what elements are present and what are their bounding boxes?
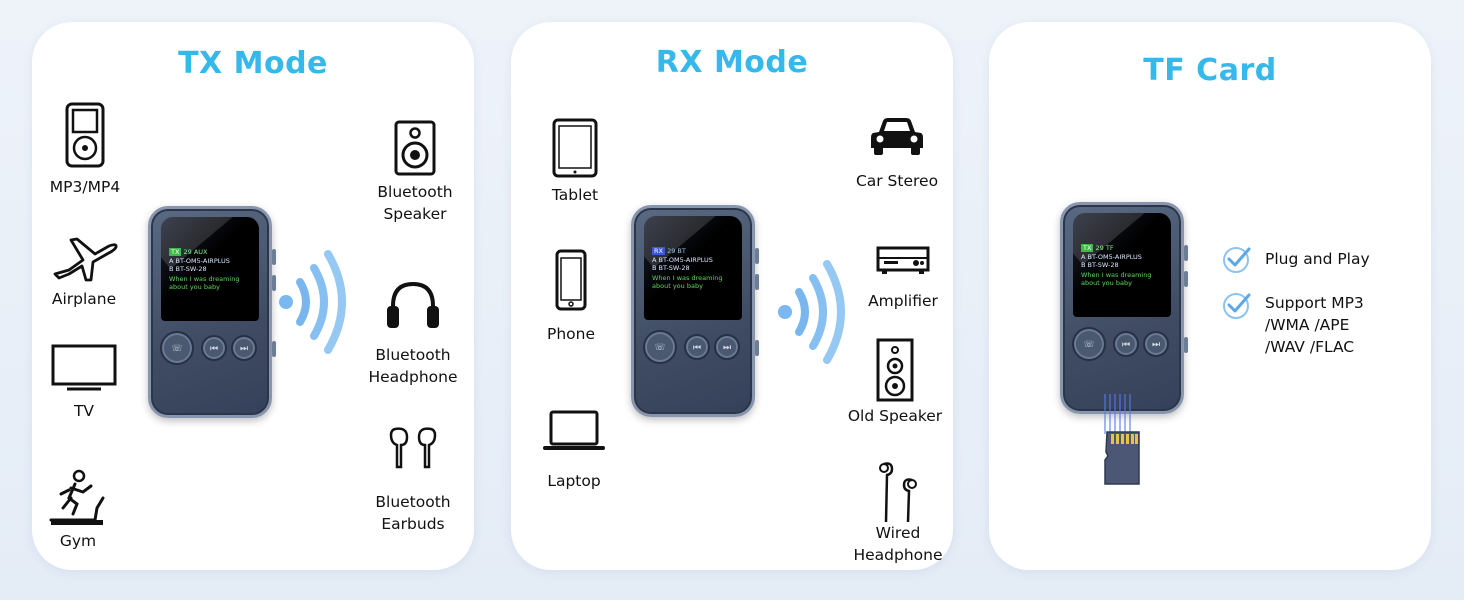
tv-icon	[51, 344, 117, 391]
call-play-button[interactable]: ☏	[160, 331, 194, 365]
gym-item: Gym	[18, 468, 138, 552]
rx-device-screen: RX 29 BT A BT-OM5-AIRPLUS B BT-SW-28 Whe…	[644, 216, 742, 320]
phone-icon	[555, 249, 587, 311]
car-icon	[871, 118, 923, 155]
phone-item: Phone	[511, 249, 631, 345]
bt-headphone-label: Bluetooth Headphone	[368, 346, 458, 386]
laptop-icon	[543, 410, 605, 450]
mp3-player-icon	[65, 102, 105, 168]
wireless-waves-icon	[778, 260, 845, 364]
tx-mode-title: TX Mode	[178, 46, 328, 81]
bt-speaker-item: Bluetooth Speaker	[355, 120, 475, 225]
tx-device: TX 29 AUX A BT-OM5-AIRPLUS B BT-SW-28 Wh…	[148, 206, 276, 418]
check-icon	[1223, 247, 1251, 273]
mp3-label: MP3/MP4	[49, 178, 121, 196]
treadmill-icon	[49, 469, 105, 525]
prev-button[interactable]: ⏮	[201, 335, 227, 361]
tv-label: TV	[73, 402, 95, 420]
speaker-icon	[394, 120, 436, 176]
tf-device-screen: TX 29 TF A BT-OM5-AIRPLUS B BT-SW-28 Whe…	[1073, 213, 1171, 317]
rx-mode-title: RX Mode	[655, 45, 809, 80]
tablet-icon	[552, 118, 598, 178]
bt-speaker-label: Bluetooth Speaker	[377, 183, 453, 223]
tf-card-title: TF Card	[1143, 53, 1277, 88]
tablet-label: Tablet	[551, 186, 599, 204]
car-stereo-item: Car Stereo	[837, 116, 957, 192]
check-icon	[1223, 293, 1251, 319]
wired-headphone-item: Wired Headphone	[838, 460, 958, 566]
next-button[interactable]: ⏭	[714, 334, 740, 360]
earbuds-icon	[389, 427, 437, 469]
laptop-label: Laptop	[547, 472, 601, 490]
tablet-item: Tablet	[515, 118, 635, 206]
phone-label: Phone	[546, 325, 595, 343]
next-button[interactable]: ⏭	[231, 335, 257, 361]
old-speaker-label: Old Speaker	[847, 407, 943, 425]
rx-device: RX 29 BT A BT-OM5-AIRPLUS B BT-SW-28 Whe…	[631, 205, 759, 417]
amplifier-icon	[876, 246, 930, 274]
tv-item: TV	[24, 344, 144, 422]
wired-headphone-label: Wired Headphone	[853, 524, 943, 564]
feature-label: Support MP3 /WMA /APE /WAV /FLAC	[1265, 294, 1364, 356]
rx-mode-panel: RX Mode Tablet Phone Laptop RX 29 BT	[511, 22, 953, 570]
call-play-button[interactable]: ☏	[643, 330, 677, 364]
prev-button[interactable]: ⏮	[684, 334, 710, 360]
wired-earphone-icon	[879, 462, 917, 523]
car-stereo-label: Car Stereo	[855, 172, 939, 190]
feature-plug-and-play: Plug and Play	[1221, 244, 1370, 274]
tx-mode-panel: TX Mode MP3/MP4 Airplane TV Gym	[32, 22, 474, 570]
next-button[interactable]: ⏭	[1143, 331, 1169, 357]
feature-label: Plug and Play	[1265, 250, 1370, 268]
bt-earbuds-item: Bluetooth Earbuds	[353, 425, 473, 535]
tx-device-screen: TX 29 AUX A BT-OM5-AIRPLUS B BT-SW-28 Wh…	[161, 217, 259, 321]
airplane-icon	[53, 237, 118, 282]
old-speaker-item: Old Speaker	[835, 338, 955, 427]
laptop-item: Laptop	[514, 410, 634, 492]
headphone-icon	[387, 281, 439, 328]
tf-device: TX 29 TF A BT-OM5-AIRPLUS B BT-SW-28 Whe…	[1060, 202, 1188, 414]
feature-formats: Support MP3 /WMA /APE /WAV /FLAC	[1221, 290, 1364, 358]
tower-speaker-icon	[876, 338, 914, 402]
prev-button[interactable]: ⏮	[1113, 331, 1139, 357]
wireless-waves-icon	[279, 250, 346, 354]
tf-card-panel: TF Card TX 29 TF A BT-OM5-AIRPLUS B BT-S…	[989, 22, 1431, 570]
amplifier-item: Amplifier	[843, 246, 963, 312]
tf-card-icon	[1104, 431, 1140, 485]
airplane-label: Airplane	[51, 290, 117, 308]
airplane-item: Airplane	[24, 234, 144, 310]
mp3-item: MP3/MP4	[25, 102, 145, 198]
bt-headphone-item: Bluetooth Headphone	[353, 278, 473, 388]
amplifier-label: Amplifier	[868, 292, 938, 310]
insert-glow	[1104, 394, 1134, 434]
call-play-button[interactable]: ☏	[1072, 327, 1106, 361]
bt-earbuds-label: Bluetooth Earbuds	[375, 493, 451, 533]
gym-label: Gym	[59, 532, 97, 550]
